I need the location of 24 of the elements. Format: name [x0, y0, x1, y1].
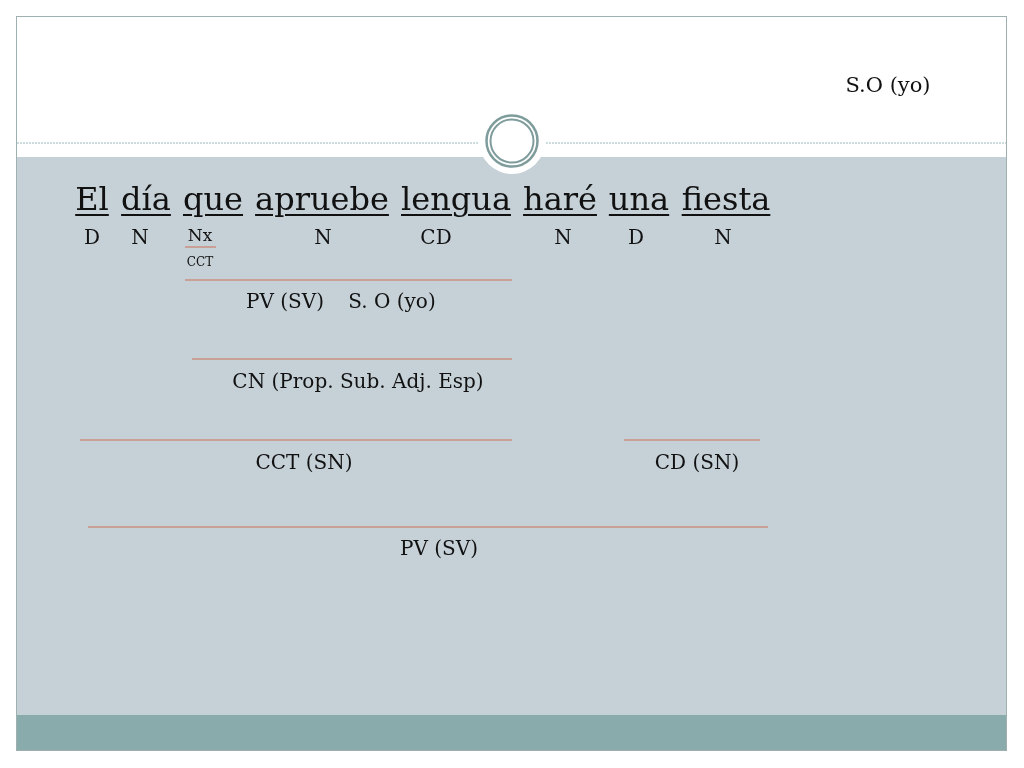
sentence-word: día [121, 181, 171, 218]
category-tag: D [84, 226, 100, 249]
sentence-word: fiesta [681, 181, 771, 218]
category-tag: N [131, 226, 149, 249]
category-tag: N [554, 226, 572, 249]
sentence-word: que [183, 181, 243, 218]
category-tag: CD [420, 226, 452, 249]
sentence-word: una [608, 181, 670, 218]
function-label: CN (Prop. Sub. Adj. Esp) [232, 370, 484, 393]
function-label: CD (SN) [654, 451, 740, 474]
category-tag: Nx [187, 226, 213, 246]
subject-note: S.O (yo) [845, 73, 931, 98]
function-label: S. O (yo) [348, 290, 436, 313]
function-label: PV (SV) [400, 537, 478, 560]
sentence-word: El [75, 181, 109, 218]
sentence-word: apruebe [255, 181, 389, 218]
sentence-word: haré [523, 181, 597, 218]
category-tag: CCT [186, 256, 214, 270]
function-label: CCT (SN) [255, 451, 353, 474]
category-tag: N [314, 226, 332, 249]
function-label: PV (SV) [246, 290, 324, 313]
sentence-word: lengua [401, 181, 511, 218]
category-tag: N [714, 226, 732, 249]
category-tag: D [628, 226, 644, 249]
